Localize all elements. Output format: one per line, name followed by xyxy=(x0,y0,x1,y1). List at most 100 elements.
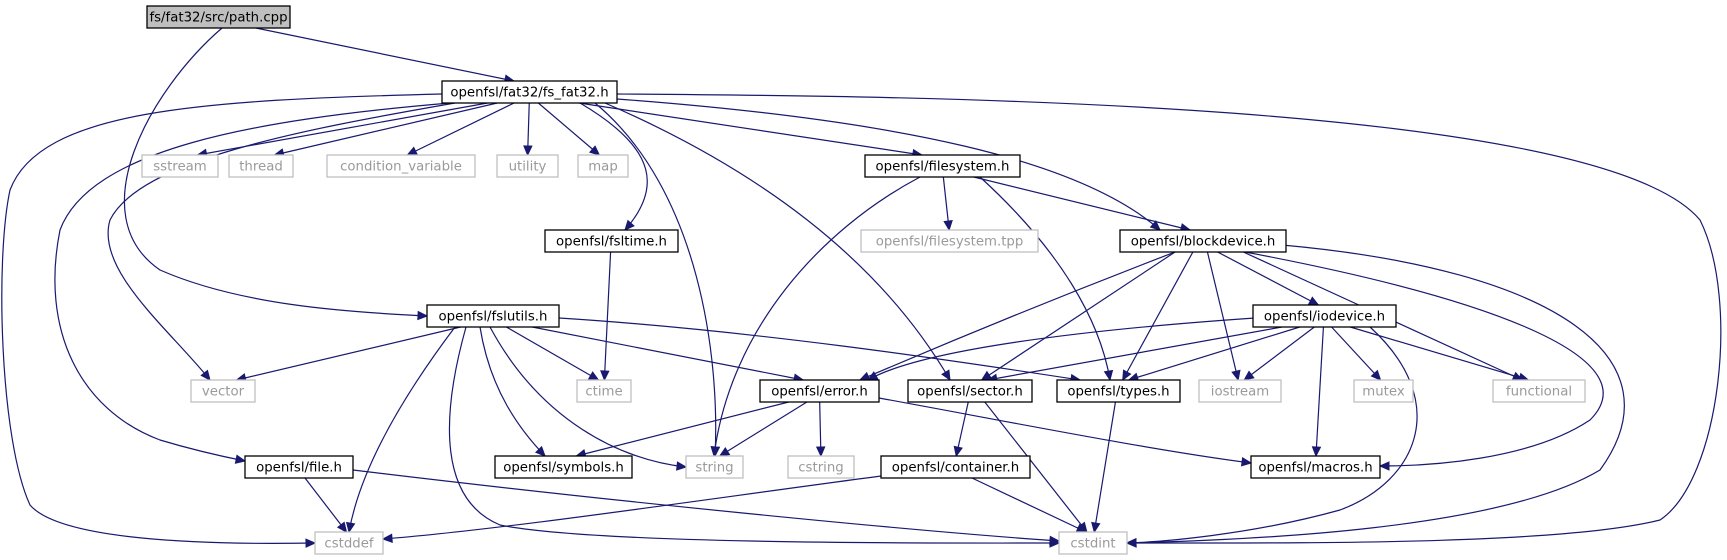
edge-iodevice_h-to-macros_h xyxy=(1311,326,1325,458)
arrowhead xyxy=(534,445,546,457)
node-types-h[interactable]: openfsl/types.h xyxy=(1056,379,1181,403)
node-box xyxy=(577,154,629,178)
node-file-h[interactable]: openfsl/file.h xyxy=(244,455,354,479)
edge-fs_fat32_h-to-map xyxy=(537,102,601,156)
edge-fs_fat32_h-to-cstddef xyxy=(1,93,443,548)
edge-file_h-to-cstdint xyxy=(352,469,1061,546)
node-box xyxy=(1198,379,1282,403)
edge-blockdevice_h-to-sector_h xyxy=(980,251,1176,381)
edge-fslutils_h-to-cstddef xyxy=(345,326,456,534)
edge-error_h-to-macros_h xyxy=(878,397,1253,467)
node-cstdint: cstdint xyxy=(1058,531,1128,555)
edge-filesystem_h-to-string xyxy=(710,176,921,458)
edge-fs_fat32_h-to-cstdint xyxy=(616,93,1722,548)
node-cstddef: cstddef xyxy=(314,531,384,555)
arrowhead xyxy=(589,145,601,156)
node-iodevice-h[interactable]: openfsl/iodevice.h xyxy=(1252,304,1397,328)
node-label: openfsl/filesystem.tpp xyxy=(876,235,1024,250)
edge-types_h-to-cstdint xyxy=(1091,401,1117,534)
edge-path_cpp-to-fs_fat32_h xyxy=(255,27,516,84)
node-label: openfsl/filesystem.h xyxy=(876,160,1010,175)
node-error-h[interactable]: openfsl/error.h xyxy=(759,379,880,403)
node-fslutils-h[interactable]: openfsl/fslutils.h xyxy=(426,304,560,328)
edge-fs_fat32_h-to-condition_variable xyxy=(406,102,515,156)
edge-iodevice_h-to-mutex xyxy=(1331,326,1382,381)
node-box xyxy=(1492,379,1586,403)
node-box xyxy=(228,154,294,178)
arrowhead xyxy=(1122,369,1132,382)
node-box xyxy=(880,455,1031,479)
node-label: utility xyxy=(509,160,547,175)
node-blockdevice-h[interactable]: openfsl/blockdevice.h xyxy=(1119,229,1287,253)
node-label: openfsl/fsltime.h xyxy=(556,235,667,250)
node-label: vector xyxy=(202,385,245,400)
edge-fs_fat32_h-to-file_h xyxy=(54,102,451,464)
node-box xyxy=(1353,379,1414,403)
edge-fsltime_h-to-ctime xyxy=(600,251,612,382)
arrowhead xyxy=(953,445,963,458)
node-label: openfsl/container.h xyxy=(892,461,1019,476)
edge-iodevice_h-to-cstdint xyxy=(1125,326,1418,548)
node-box xyxy=(141,154,219,178)
node-filesystem-h[interactable]: openfsl/filesystem.h xyxy=(864,154,1021,178)
node-label: fs/fat32/src/path.cpp xyxy=(149,11,287,26)
arrowhead xyxy=(345,521,356,534)
node-label: functional xyxy=(1506,385,1572,400)
node-label: cstddef xyxy=(324,537,374,552)
node-box xyxy=(494,455,633,479)
edge-blockdevice_h-to-iostream xyxy=(1206,251,1241,382)
node-symbols-h[interactable]: openfsl/symbols.h xyxy=(494,455,633,479)
node-box xyxy=(864,154,1021,178)
arrowhead xyxy=(1243,370,1255,381)
arrowhead xyxy=(1307,296,1320,306)
edge-blockdevice_h-to-types_h xyxy=(1122,251,1194,382)
edge-container_h-to-cstddef xyxy=(381,475,882,544)
edge-sector_h-to-container_h xyxy=(953,401,969,458)
arrowhead xyxy=(336,521,348,533)
node-box xyxy=(426,304,560,328)
node-macros-h[interactable]: openfsl/macros.h xyxy=(1250,455,1381,479)
edge-filesystem_h-to-types_h xyxy=(979,176,1114,382)
node-box xyxy=(314,531,384,555)
node-box xyxy=(860,229,1039,253)
edge-fs_fat32_h-to-blockdevice_h xyxy=(616,98,1161,231)
arrowhead xyxy=(1378,461,1390,471)
arrowhead xyxy=(600,370,610,382)
arrowhead xyxy=(1103,369,1114,382)
edge-fslutils_h-to-types_h xyxy=(558,317,1082,384)
node-label: openfsl/blockdevice.h xyxy=(1131,235,1276,250)
arrowhead xyxy=(815,446,826,458)
node-container-h[interactable]: openfsl/container.h xyxy=(880,455,1031,479)
node-map: map xyxy=(577,154,629,178)
nodes-layer: fs/fat32/src/path.cpp openfsl/fat32/fs_fa… xyxy=(141,5,1586,555)
node-label: openfsl/error.h xyxy=(771,385,868,400)
node-sector-h[interactable]: openfsl/sector.h xyxy=(907,379,1033,403)
edge-fs_fat32_h-to-utility xyxy=(523,102,533,157)
arrowhead xyxy=(200,369,211,381)
node-box xyxy=(685,455,744,479)
arrowhead xyxy=(980,370,993,381)
edge-blockdevice_h-to-iodevice_h xyxy=(1217,251,1320,306)
arrowhead xyxy=(381,533,393,544)
node-fs-fat32-h[interactable]: openfsl/fat32/fs_fat32.h xyxy=(441,80,618,104)
node-path-cpp[interactable]: fs/fat32/src/path.cpp xyxy=(146,5,291,29)
arrowhead xyxy=(1049,535,1061,546)
node-label: openfsl/types.h xyxy=(1067,385,1169,400)
node-box xyxy=(146,5,291,29)
arrowhead xyxy=(676,461,688,471)
edge-fslutils_h-to-error_h xyxy=(532,326,805,383)
node-box xyxy=(907,379,1033,403)
edge-iodevice_h-to-types_h xyxy=(1127,326,1300,382)
edges-layer xyxy=(1,27,1722,548)
edge-fslutils_h-to-string xyxy=(489,326,688,471)
edge-fs_fat32_h-to-fsltime_h xyxy=(579,102,648,231)
node-box xyxy=(1056,379,1181,403)
arrowhead xyxy=(1231,369,1241,382)
node-filesystem-tpp: openfsl/filesystem.tpp xyxy=(860,229,1039,253)
node-fsltime-h[interactable]: openfsl/fsltime.h xyxy=(544,229,679,253)
node-sstream: sstream xyxy=(141,154,219,178)
node-label: openfsl/sector.h xyxy=(917,385,1023,400)
node-label: openfsl/symbols.h xyxy=(503,461,624,476)
edge-filesystem_h-to-filesystem_tpp xyxy=(942,176,953,232)
node-vector: vector xyxy=(190,379,256,403)
